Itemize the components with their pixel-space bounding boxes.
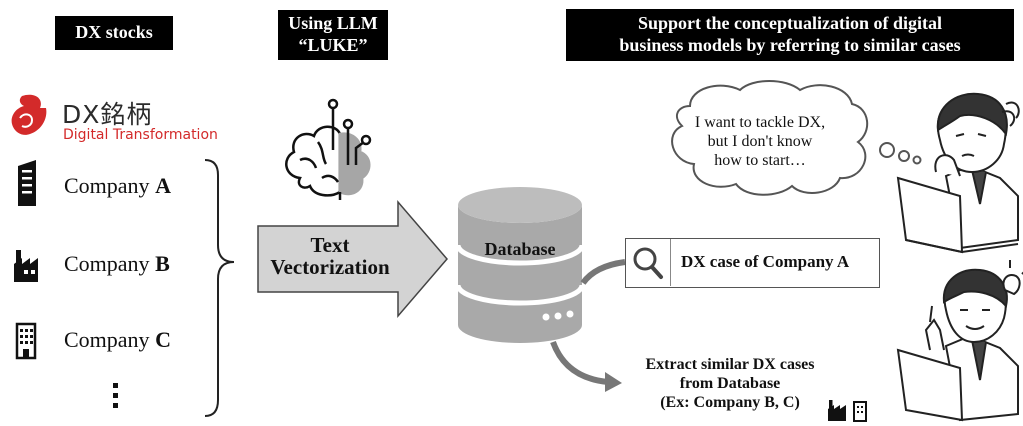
dx-logo-icon bbox=[11, 94, 47, 135]
thought-line2: but I don't know bbox=[707, 133, 813, 151]
company-a-letter: A bbox=[155, 173, 171, 198]
dx-logo-title: DX銘柄 bbox=[62, 100, 153, 129]
vectorization-line1: Text bbox=[310, 233, 350, 257]
extract-line1: Extract similar DX cases bbox=[645, 356, 815, 373]
company-a-prefix: Company bbox=[64, 173, 156, 198]
extract-line3: (Ex: Company B, C) bbox=[660, 394, 800, 412]
thought-line1: I want to tackle DX, bbox=[694, 114, 826, 131]
header-support-line1: Support the conceptualization of digital bbox=[637, 13, 942, 34]
extract-label: Extract similar DX cases from Database (… bbox=[615, 355, 845, 413]
search-connector bbox=[580, 259, 626, 285]
dx-logo-subtitle: Digital Transformation bbox=[63, 127, 218, 143]
extract-factory-icon bbox=[828, 400, 846, 421]
thought-bubble bbox=[671, 80, 922, 196]
apartment-building-icon bbox=[15, 322, 37, 360]
database-label: Database bbox=[484, 239, 556, 259]
company-b-label: Company B bbox=[64, 251, 170, 277]
vectorization-label: Text Vectorization bbox=[265, 234, 395, 278]
thought-text: I want to tackle DX, but I don't know ho… bbox=[690, 113, 830, 171]
search-icon-container bbox=[626, 239, 671, 286]
database-icon bbox=[455, 187, 585, 343]
header-dx-stocks-text: DX stocks bbox=[75, 22, 153, 43]
more-dots-icon bbox=[113, 383, 118, 408]
search-icon bbox=[633, 247, 663, 279]
factory-icon bbox=[14, 250, 38, 282]
header-support-line2: business models by referring to similar … bbox=[619, 35, 961, 55]
company-b-letter: B bbox=[155, 251, 170, 276]
worried-person-illustration bbox=[896, 92, 1020, 254]
company-c-prefix: Company bbox=[64, 327, 156, 352]
thought-line3: how to start… bbox=[714, 152, 806, 170]
idea-person-illustration bbox=[896, 260, 1023, 422]
curly-brace bbox=[204, 159, 235, 417]
company-c-label: Company C bbox=[64, 327, 171, 353]
extract-building-icon bbox=[853, 401, 867, 422]
vectorization-line2: Vectorization bbox=[270, 255, 390, 280]
header-dx-stocks: DX stocks bbox=[55, 16, 173, 50]
header-llm-line1: Using LLM bbox=[288, 13, 378, 34]
company-c-letter: C bbox=[155, 327, 171, 352]
extract-line2: from Database bbox=[679, 375, 781, 393]
company-a-label: Company A bbox=[64, 173, 171, 199]
header-support: Support the conceptualization of digital… bbox=[566, 9, 1014, 61]
search-query-text: DX case of Company A bbox=[681, 252, 850, 271]
header-using-llm: Using LLM “LUKE” bbox=[278, 10, 388, 60]
header-llm-line2: “LUKE” bbox=[298, 35, 368, 55]
office-building-icon bbox=[18, 160, 36, 206]
vectorization-arrow bbox=[257, 199, 448, 319]
brain-ai-icon bbox=[285, 98, 372, 200]
extract-arrow bbox=[550, 340, 609, 385]
company-b-prefix: Company bbox=[64, 251, 156, 276]
search-box: DX case of Company A bbox=[625, 238, 880, 288]
extract-arrowhead bbox=[605, 372, 622, 392]
